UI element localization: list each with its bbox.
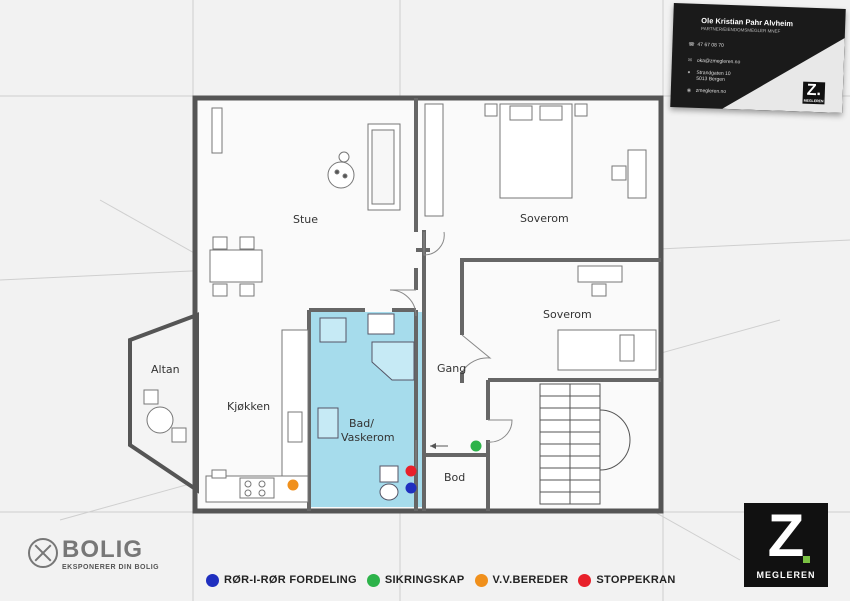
legend-item-sikringskap: SIKRINGSKAP bbox=[366, 573, 465, 587]
location-icon: ● bbox=[687, 69, 691, 76]
room-label-stue: Stue bbox=[293, 213, 318, 226]
outer-walls bbox=[192, 95, 664, 514]
room-label-soverom-1: Soverom bbox=[520, 212, 569, 225]
marker-ror-i-ror bbox=[405, 482, 417, 494]
marker-stoppekran bbox=[405, 465, 417, 477]
room-label-bad-line-1: Bad/ bbox=[349, 417, 374, 430]
card-logo-letter: Z. bbox=[806, 81, 822, 100]
altan-furniture bbox=[143, 389, 187, 443]
xbolig-word: BOLIG bbox=[62, 536, 143, 563]
card-phone: 47 67 08 70 bbox=[697, 41, 724, 49]
legend-item-ror-i-ror: RØR-I-RØR FORDELING bbox=[206, 573, 357, 587]
phone-icon: ☎ bbox=[688, 41, 695, 48]
card-web: zmegleren.no bbox=[695, 87, 727, 95]
business-card: Ole Kristian Pahr Alvheim PARTNER/EIENDO… bbox=[670, 3, 846, 113]
zmegleren-logo: Z MEGLEREN bbox=[744, 503, 828, 587]
zmegleren-brand: MEGLEREN bbox=[756, 570, 816, 580]
room-label-bad-line-2: Vaskerom bbox=[341, 431, 395, 444]
card-web-line: ◉zmegleren.no bbox=[687, 88, 726, 95]
living-furniture bbox=[209, 107, 401, 297]
room-label-altan: Altan bbox=[151, 363, 180, 376]
legend-dot bbox=[366, 573, 380, 587]
room-label-bod: Bod bbox=[444, 471, 465, 484]
legend-item-vv-bereder: V.V.BEREDER bbox=[474, 573, 569, 587]
interior-walls bbox=[307, 98, 661, 511]
marker-vv-bereder bbox=[287, 479, 299, 491]
marker-sikringskap bbox=[470, 440, 482, 452]
room-label-gang: Gang bbox=[437, 362, 466, 375]
card-email: oka@zmegleren.no bbox=[696, 57, 741, 66]
legend: RØR-I-RØR FORDELING SIKRINGSKAP V.V.BERE… bbox=[206, 572, 686, 588]
legend-dot bbox=[206, 573, 219, 587]
xbolig-logo: BOLIG EKSPONERER DIN BOLIG bbox=[28, 536, 188, 580]
card-white-triangle bbox=[722, 33, 845, 113]
room-label-soverom-2: Soverom bbox=[543, 308, 592, 321]
legend-dot bbox=[474, 573, 488, 587]
altan-area bbox=[128, 312, 199, 494]
card-phone-line: ☎47 67 08 70 bbox=[688, 42, 724, 49]
legend-label: RØR-I-RØR FORDELING bbox=[224, 574, 357, 586]
stairs bbox=[539, 383, 631, 505]
zmegleren-dot bbox=[803, 556, 810, 563]
card-email-line: ✉oka@zmegleren.no bbox=[688, 58, 741, 66]
email-icon: ✉ bbox=[687, 57, 693, 64]
legend-item-stoppekran: STOPPEKRAN bbox=[578, 573, 676, 587]
legend-label: STOPPEKRAN bbox=[596, 574, 676, 586]
doors bbox=[389, 231, 513, 470]
kitchen-furniture bbox=[205, 329, 309, 503]
legend-label: V.V.BEREDER bbox=[492, 574, 569, 586]
xbolig-tagline: EKSPONERER DIN BOLIG bbox=[62, 564, 160, 571]
legend-dot bbox=[578, 573, 592, 587]
bolig-logo-icon bbox=[28, 538, 58, 568]
card-logo-brand: MEGLEREN bbox=[803, 98, 824, 104]
bedroom-furniture bbox=[424, 103, 657, 371]
room-label-kjokken: Kjøkken bbox=[227, 400, 270, 413]
card-address-line: ●Strandgaten 10 5013 Bergen bbox=[687, 69, 730, 84]
bathroom-furniture bbox=[317, 313, 415, 501]
web-icon: ◉ bbox=[686, 87, 692, 94]
card-address-2: 5013 Bergen bbox=[696, 75, 725, 83]
legend-label: SIKRINGSKAP bbox=[384, 574, 465, 586]
zmegleren-letter: Z bbox=[767, 502, 805, 569]
arrow-head bbox=[430, 443, 436, 449]
card-zmegleren-logo: Z. MEGLEREN bbox=[802, 81, 826, 105]
